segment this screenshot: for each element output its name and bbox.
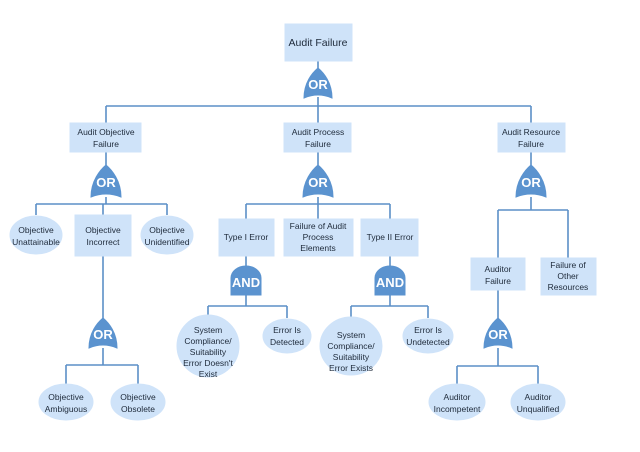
node-audit-failure: Audit Failure (284, 23, 353, 62)
node-label: Audit Failure (289, 37, 348, 49)
or-gate-resource: OR (515, 164, 547, 198)
or-gate-auditor: OR (483, 317, 513, 349)
gate-label: AND (376, 275, 404, 290)
connector (350, 295, 429, 318)
node-type-i-error: Type I Error (218, 218, 275, 257)
connectors (35, 61, 569, 385)
or-gate-objective: OR (90, 164, 122, 198)
gate-label: OR (521, 175, 541, 190)
connector (456, 348, 539, 385)
and-gate-type-ii: AND (374, 265, 406, 296)
node-label: Type I Error (224, 232, 269, 242)
connector (207, 295, 288, 318)
connector (65, 348, 139, 385)
gate-label: AND (232, 275, 260, 290)
node-label: Type II Error (367, 232, 414, 242)
gate-label: OR (488, 327, 508, 342)
or-gate-process: OR (302, 164, 334, 198)
or-gate-incorrect: OR (88, 317, 118, 349)
or-gate-root: OR (303, 67, 333, 99)
connector (35, 197, 168, 215)
gate-label: OR (308, 77, 328, 92)
and-gate-type-i: AND (230, 265, 262, 296)
gate-label: OR (308, 175, 328, 190)
node-type-ii-error: Type II Error (360, 218, 419, 257)
connector (105, 97, 532, 123)
connector (497, 197, 569, 258)
connector (245, 197, 391, 219)
gate-label: OR (93, 327, 113, 342)
gate-label: OR (96, 175, 116, 190)
